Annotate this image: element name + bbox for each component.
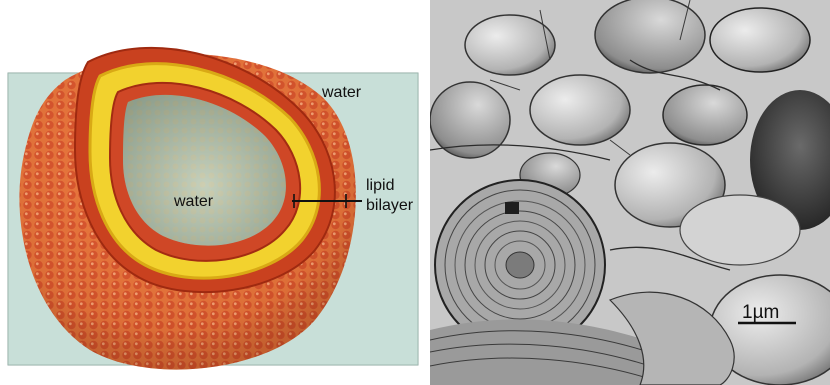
inside-water-label: water — [173, 193, 214, 210]
liposome-illustration: water water lipid bilayer — [0, 0, 424, 385]
bilayer-label-line2: bilayer — [366, 197, 414, 214]
bilayer-label-line1: lipid — [366, 177, 394, 194]
liposome-diagram-panel: water water lipid bilayer — [0, 0, 424, 385]
electron-micrograph-panel: 1µm — [430, 0, 830, 385]
electron-micrograph: 1µm — [430, 0, 830, 385]
scale-bar-label: 1µm — [742, 302, 779, 323]
outside-water-label: water — [321, 84, 362, 101]
